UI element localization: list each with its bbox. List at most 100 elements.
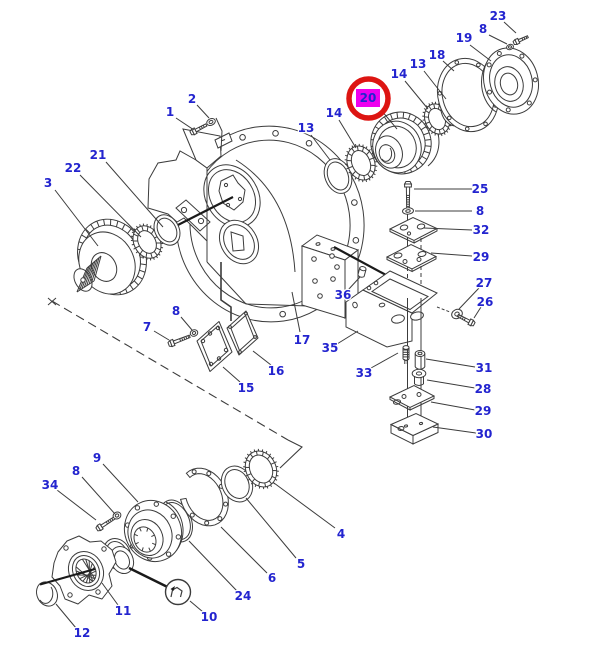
hex-bolt-7 bbox=[167, 334, 191, 348]
callout-17[interactable]: 17 bbox=[291, 291, 312, 348]
cover-plate-15 bbox=[196, 321, 233, 372]
callout-number: 14 bbox=[326, 106, 343, 120]
callout-18[interactable]: 18 bbox=[427, 47, 455, 72]
callout-number: 34 bbox=[42, 478, 59, 492]
callout-19[interactable]: 19 bbox=[454, 30, 492, 62]
leader-line bbox=[442, 60, 455, 72]
callout-number: 20 bbox=[360, 91, 377, 105]
callout-27[interactable]: 27 bbox=[458, 275, 494, 310]
ring-13-left bbox=[323, 158, 353, 194]
leader-line bbox=[189, 600, 204, 613]
callout-10[interactable]: 10 bbox=[189, 600, 219, 625]
washer-8-top bbox=[506, 43, 514, 51]
leader-line bbox=[430, 252, 473, 257]
leader-line bbox=[273, 482, 336, 529]
leader-line bbox=[54, 189, 99, 247]
callout-1[interactable]: 1 bbox=[165, 104, 195, 131]
callout-22[interactable]: 22 bbox=[63, 160, 142, 238]
bracket-35 bbox=[345, 270, 438, 348]
leader-line bbox=[101, 582, 119, 606]
leader-line bbox=[347, 276, 361, 291]
leader-line bbox=[430, 401, 476, 411]
callout-16[interactable]: 16 bbox=[252, 350, 286, 379]
callout-number: 2 bbox=[188, 92, 196, 106]
callout-number: 12 bbox=[74, 626, 91, 640]
callout-5[interactable]: 5 bbox=[245, 497, 306, 572]
leader-line bbox=[423, 227, 473, 231]
callout-8[interactable]: 8 bbox=[71, 463, 116, 515]
callout-26[interactable]: 26 bbox=[473, 294, 495, 319]
callout-number: 31 bbox=[476, 361, 493, 375]
callout-number: 8 bbox=[476, 204, 484, 218]
leader-line bbox=[310, 134, 331, 161]
callout-13[interactable]: 13 bbox=[408, 56, 447, 100]
callout-24[interactable]: 24 bbox=[188, 540, 253, 604]
callout-35[interactable]: 35 bbox=[320, 330, 359, 356]
callout-25[interactable]: 25 bbox=[414, 181, 490, 197]
callout-33[interactable]: 33 bbox=[354, 352, 399, 381]
callout-13[interactable]: 13 bbox=[296, 120, 331, 161]
leader-line bbox=[222, 366, 241, 383]
leader-line bbox=[503, 21, 517, 34]
callout-11[interactable]: 11 bbox=[101, 582, 133, 619]
callout-23[interactable]: 23 bbox=[488, 8, 517, 34]
callout-9[interactable]: 9 bbox=[92, 450, 139, 503]
plate-29-lower bbox=[388, 384, 436, 411]
callout-31[interactable]: 31 bbox=[425, 358, 494, 376]
leader-line bbox=[105, 161, 164, 228]
leader-line bbox=[432, 426, 477, 434]
leader-line bbox=[220, 526, 268, 574]
callout-32[interactable]: 32 bbox=[423, 222, 491, 238]
leader-line bbox=[473, 306, 482, 319]
callout-7[interactable]: 7 bbox=[142, 319, 170, 341]
callout-8[interactable]: 8 bbox=[415, 203, 485, 219]
callout-12[interactable]: 12 bbox=[55, 603, 92, 641]
callout-14[interactable]: 14 bbox=[389, 66, 429, 110]
highlight-ring bbox=[346, 76, 391, 121]
callout-number: 16 bbox=[268, 364, 285, 378]
seal-detail-10 bbox=[128, 566, 192, 606]
callout-number: 13 bbox=[410, 57, 427, 71]
gear-20 bbox=[370, 111, 440, 175]
callout-14[interactable]: 14 bbox=[324, 105, 357, 149]
axis-centerline bbox=[47, 297, 303, 469]
bushing-31 bbox=[414, 350, 426, 370]
callout-3[interactable]: 3 bbox=[43, 175, 99, 247]
stud-33 bbox=[402, 345, 410, 364]
callout-8[interactable]: 8 bbox=[478, 21, 508, 45]
callout-29[interactable]: 29 bbox=[430, 249, 491, 265]
callout-30[interactable]: 30 bbox=[432, 426, 494, 442]
callout-2[interactable]: 2 bbox=[187, 91, 210, 119]
callout-number: 9 bbox=[93, 451, 101, 465]
callout-21[interactable]: 21 bbox=[88, 147, 164, 228]
callout-28[interactable]: 28 bbox=[426, 379, 493, 397]
hex-bolt-25 bbox=[403, 181, 413, 209]
housing-part bbox=[147, 125, 387, 323]
callout-number: 30 bbox=[476, 427, 493, 441]
callout-8[interactable]: 8 bbox=[171, 303, 193, 331]
callout-number: 35 bbox=[322, 341, 339, 355]
leader-line bbox=[153, 330, 170, 341]
washer-8-column bbox=[402, 207, 414, 215]
callout-number: 10 bbox=[201, 610, 218, 624]
parts-artwork bbox=[36, 35, 539, 607]
leader-line bbox=[426, 379, 476, 389]
block-30 bbox=[389, 412, 440, 445]
leader-line bbox=[370, 352, 399, 369]
callout-15[interactable]: 15 bbox=[222, 366, 256, 396]
callout-34[interactable]: 34 bbox=[40, 477, 97, 521]
callout-20[interactable]: 20 bbox=[346, 76, 398, 130]
callout-4[interactable]: 4 bbox=[273, 482, 346, 542]
callout-36[interactable]: 36 bbox=[333, 276, 361, 303]
callout-number: 3 bbox=[44, 176, 52, 190]
callout-6[interactable]: 6 bbox=[220, 526, 277, 586]
callout-29[interactable]: 29 bbox=[430, 401, 493, 419]
ring-21 bbox=[153, 214, 181, 246]
leader-line bbox=[180, 316, 193, 331]
callout-number: 8 bbox=[172, 304, 180, 318]
leader-line bbox=[423, 70, 447, 100]
callout-number: 1 bbox=[166, 105, 174, 119]
leader-line bbox=[338, 119, 357, 149]
leader-line bbox=[488, 34, 508, 45]
callout-number: 29 bbox=[475, 404, 492, 418]
